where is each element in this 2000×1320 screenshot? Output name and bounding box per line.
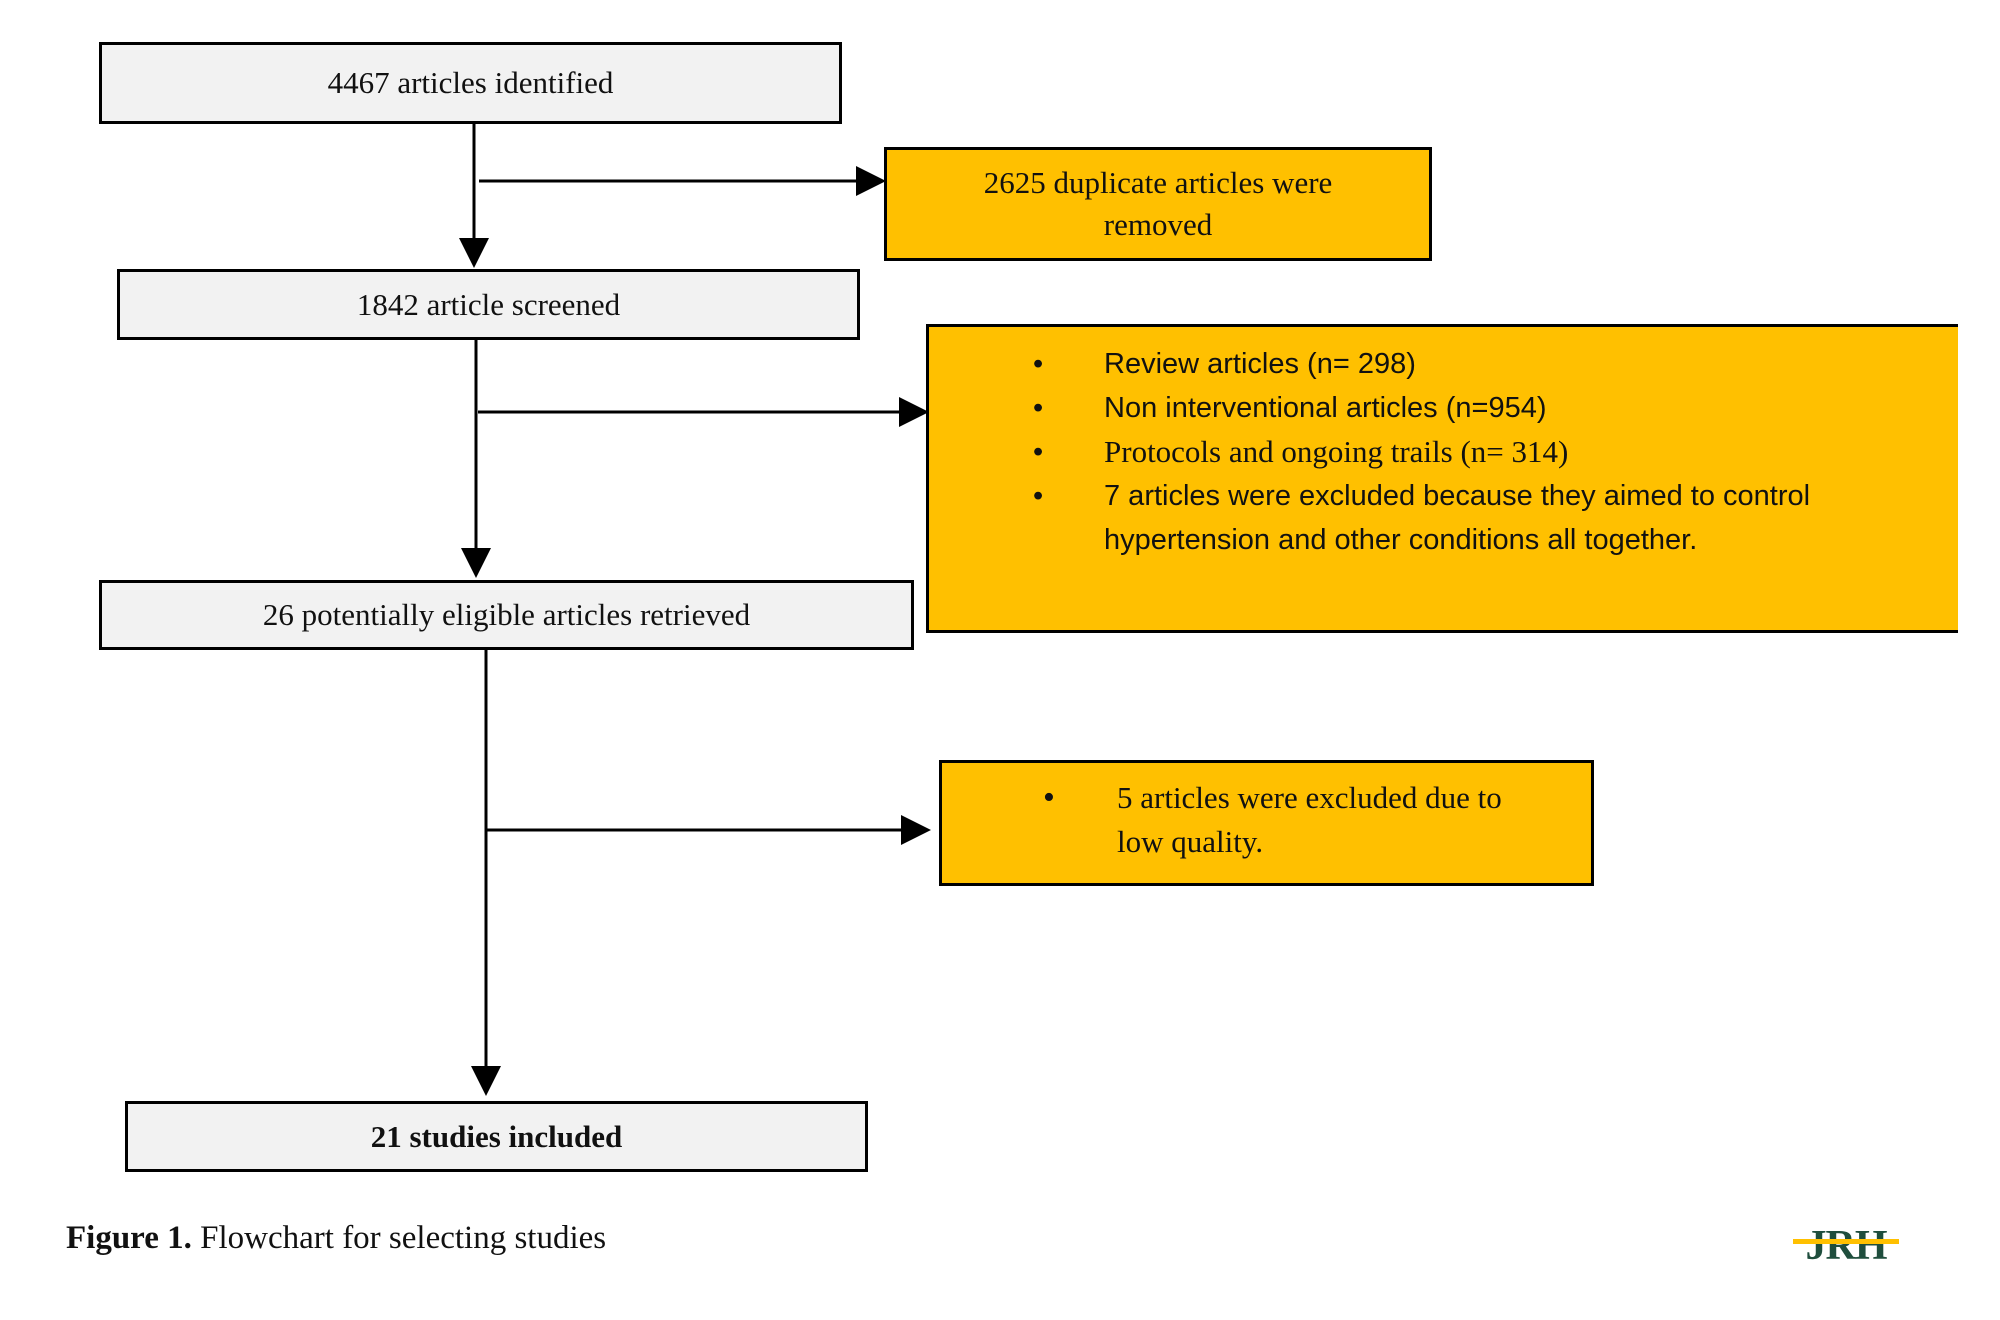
low-quality-list: • 5 articles were excluded due to low qu… [1043,776,1502,864]
included-box: 21 studies included [125,1101,868,1172]
exclusion-item: • Review articles (n= 298) [1033,342,1810,386]
figure-label: Figure 1. [66,1220,192,1256]
bullet-icon: • [1033,348,1044,380]
duplicates-text-line1: 2625 duplicate articles were [983,165,1333,200]
screened-text: 1842 article screened [356,286,621,322]
duplicates-text-line2: removed [1103,207,1213,242]
bullet-icon: • [1033,436,1044,468]
retrieved-box: 26 potentially eligible articles retriev… [99,580,914,650]
screened-box: 1842 article screened [117,269,860,340]
exclusion-item-continuation: hypertension and other conditions all to… [1104,518,1810,562]
exclusion-item: • Protocols and ongoing trails (n= 314) [1033,430,1810,474]
exclusion-item: • Non interventional articles (n=954) [1033,386,1810,430]
jrh-logo: JRH [1793,1223,1899,1268]
bullet-icon: • [1033,480,1044,512]
retrieved-text: 26 potentially eligible articles retriev… [262,597,751,632]
exclusion-non-interventional: Non interventional articles (n=954) [1104,392,1547,424]
low-quality-box: • 5 articles were excluded due to low qu… [939,760,1594,886]
exclusion-combined-line1: 7 articles were excluded because they ai… [1104,480,1811,512]
exclusion-review: Review articles (n= 298) [1104,348,1416,380]
exclusion-item: • 7 articles were excluded because they … [1033,474,1811,518]
included-text: 21 studies included [370,1118,623,1154]
svg-text:JRH: JRH [1806,1223,1887,1268]
duplicates-box: 2625 duplicate articles were removed [884,147,1432,261]
identified-text: 4467 articles identified [327,65,614,100]
exclusion-combined-line2: hypertension and other conditions all to… [1104,524,1698,556]
exclusions-list: • Review articles (n= 298) • Non interve… [1033,342,1811,562]
low-quality-text-line2: low quality. [1117,824,1264,859]
bullet-icon: • [1033,392,1044,424]
exclusion-protocols: Protocols and ongoing trails (n= 314) [1104,434,1569,469]
figure-caption-text: Flowchart for selecting studies [191,1220,607,1256]
bullet-icon: • [1043,779,1055,816]
exclusions-box: • Review articles (n= 298) • Non interve… [926,324,1958,633]
figure-caption: Figure 1. Flowchart for selecting studie… [66,1220,606,1257]
identified-box: 4467 articles identified [99,42,842,124]
low-quality-text-line1: 5 articles were excluded due to [1117,780,1502,815]
